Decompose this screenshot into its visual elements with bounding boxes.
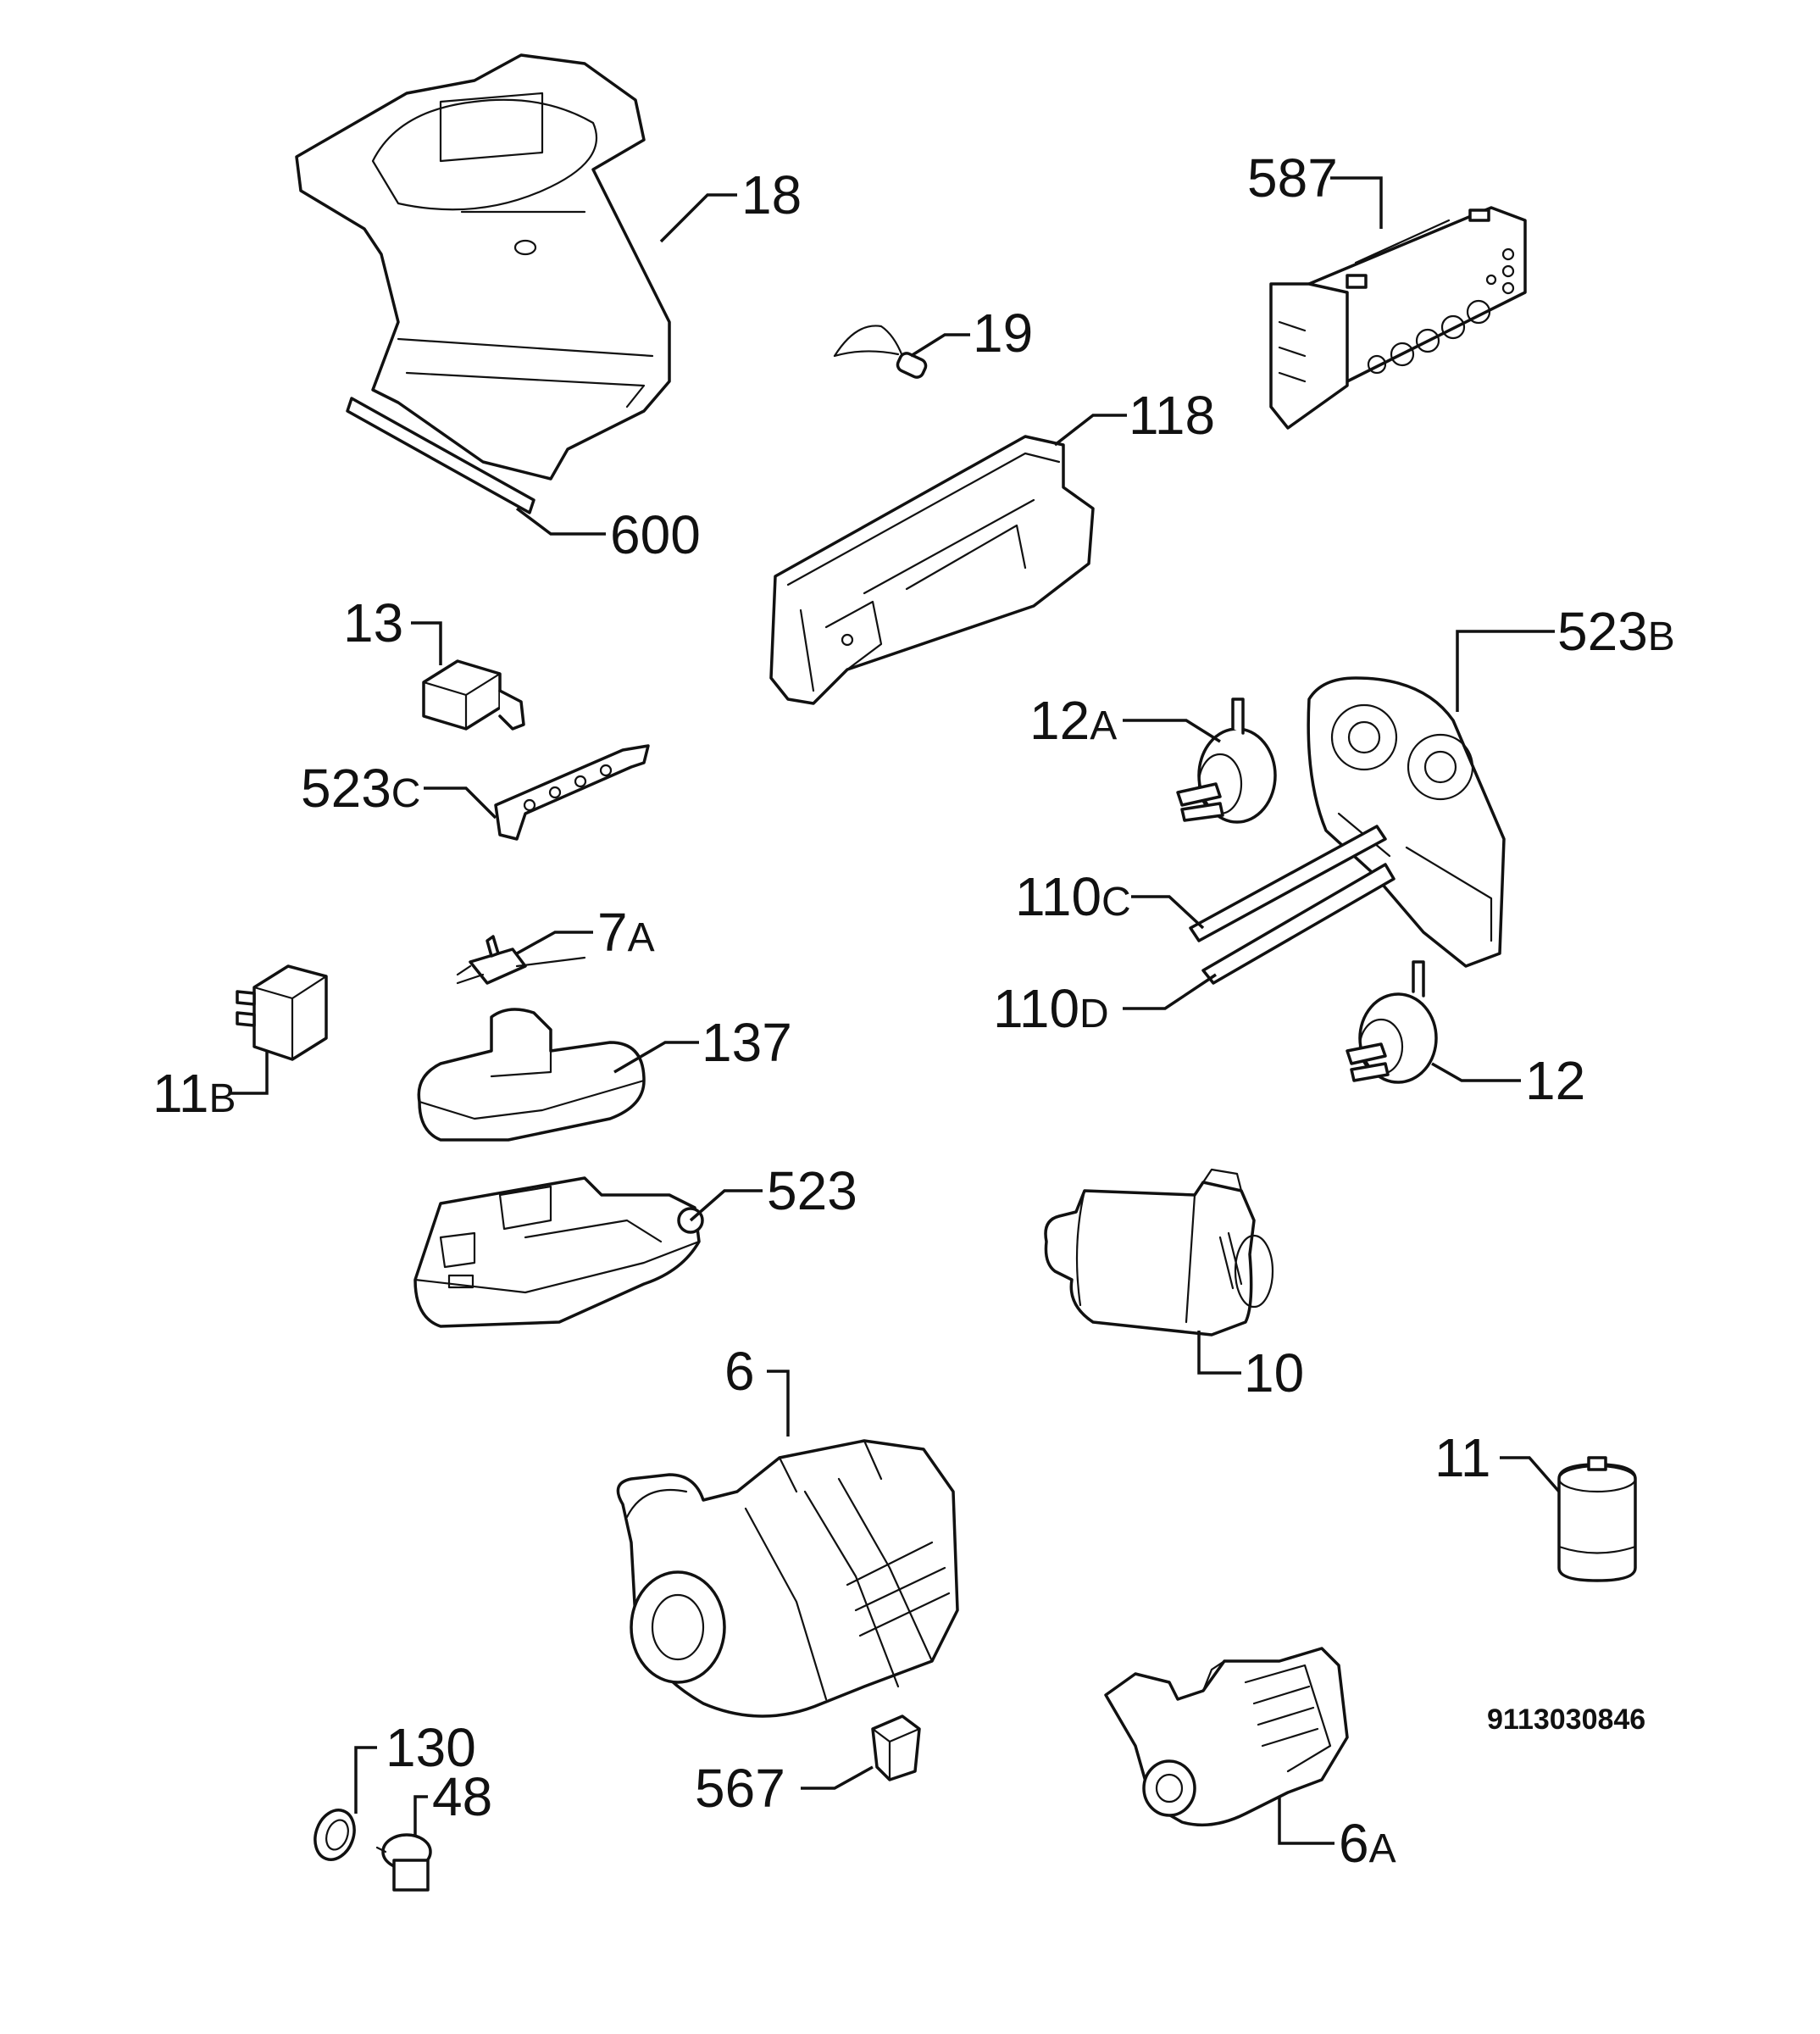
callout-11: 11 <box>1434 1427 1490 1488</box>
callout-10: 10 <box>1244 1342 1304 1403</box>
part-13-switch[interactable] <box>422 659 525 731</box>
part-6-circulation-pump[interactable] <box>616 1439 959 1718</box>
callout-567: 567 <box>695 1758 785 1819</box>
callout-6: 6 <box>724 1341 755 1402</box>
part-12a-pressure-switch[interactable] <box>1176 697 1277 824</box>
document-number: 9113030846 <box>1487 1703 1645 1736</box>
part-137-cover[interactable] <box>417 1008 646 1142</box>
callout-19: 19 <box>973 303 1033 364</box>
part-110c-hose[interactable] <box>1189 825 1387 942</box>
callout-12: 12 <box>1525 1050 1585 1111</box>
callout-523: 523 <box>767 1160 857 1221</box>
callout-523c: 523C <box>301 758 420 819</box>
callout-6a: 6A <box>1339 1813 1396 1874</box>
part-523b-pressure-switch-bracket[interactable] <box>1307 676 1506 968</box>
part-130-ring[interactable] <box>308 1804 361 1864</box>
leader-lines <box>229 176 1561 1845</box>
part-118-detergent-dispenser[interactable] <box>769 435 1095 705</box>
callout-labels: 18 600 19 587 118 13 523C 523B 12A 110C … <box>153 147 1675 1874</box>
part-18-duct[interactable] <box>295 53 671 481</box>
part-11b-relay[interactable] <box>236 964 328 1061</box>
part-7a-sensor[interactable] <box>456 935 586 985</box>
callout-523b: 523B <box>1557 601 1675 662</box>
callout-11b: 11B <box>153 1063 236 1124</box>
part-11-capacitor[interactable] <box>1557 1456 1637 1582</box>
part-523-heater-housing[interactable] <box>413 1176 704 1328</box>
part-567-clip[interactable] <box>871 1714 921 1781</box>
callout-18: 18 <box>741 164 802 225</box>
part-6a-drain-pump[interactable] <box>1104 1647 1349 1827</box>
callout-110c: 110C <box>1015 866 1131 927</box>
part-48-bolt[interactable] <box>375 1833 432 1892</box>
callout-118: 118 <box>1129 385 1215 446</box>
callout-48: 48 <box>432 1766 492 1827</box>
part-12-pressure-switch[interactable] <box>1346 960 1438 1084</box>
callout-12a: 12A <box>1029 690 1117 751</box>
callout-13: 13 <box>343 592 403 653</box>
callout-110d: 110D <box>993 978 1109 1039</box>
module-buttons <box>1367 247 1515 375</box>
part-600-seal-strip[interactable] <box>346 397 535 514</box>
callout-137: 137 <box>702 1012 792 1073</box>
part-10-water-valve[interactable] <box>1044 1168 1274 1337</box>
part-19-wire-connector[interactable] <box>833 325 928 379</box>
callout-587: 587 <box>1247 147 1338 208</box>
callout-600: 600 <box>610 504 701 565</box>
callout-7a: 7A <box>597 902 655 963</box>
part-587-electronic-module[interactable] <box>1269 206 1527 430</box>
callout-130: 130 <box>386 1717 476 1778</box>
part-523c-bracket[interactable] <box>494 744 650 841</box>
